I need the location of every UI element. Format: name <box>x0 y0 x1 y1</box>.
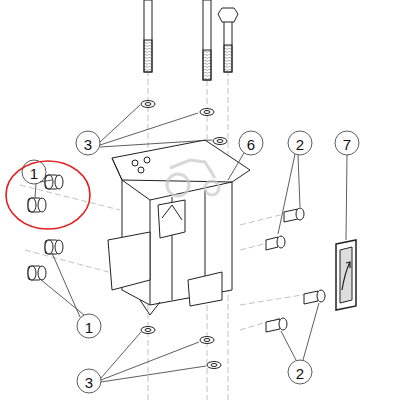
callout-number: 2 <box>296 137 304 152</box>
callout-number: 6 <box>247 137 255 152</box>
callout-number: 7 <box>343 137 351 152</box>
callout-number: 1 <box>85 320 93 335</box>
callout-number: 3 <box>84 137 92 152</box>
callout-number: 2 <box>296 366 304 381</box>
callout-number: 1 <box>30 166 38 181</box>
callout-number: 3 <box>85 375 93 390</box>
